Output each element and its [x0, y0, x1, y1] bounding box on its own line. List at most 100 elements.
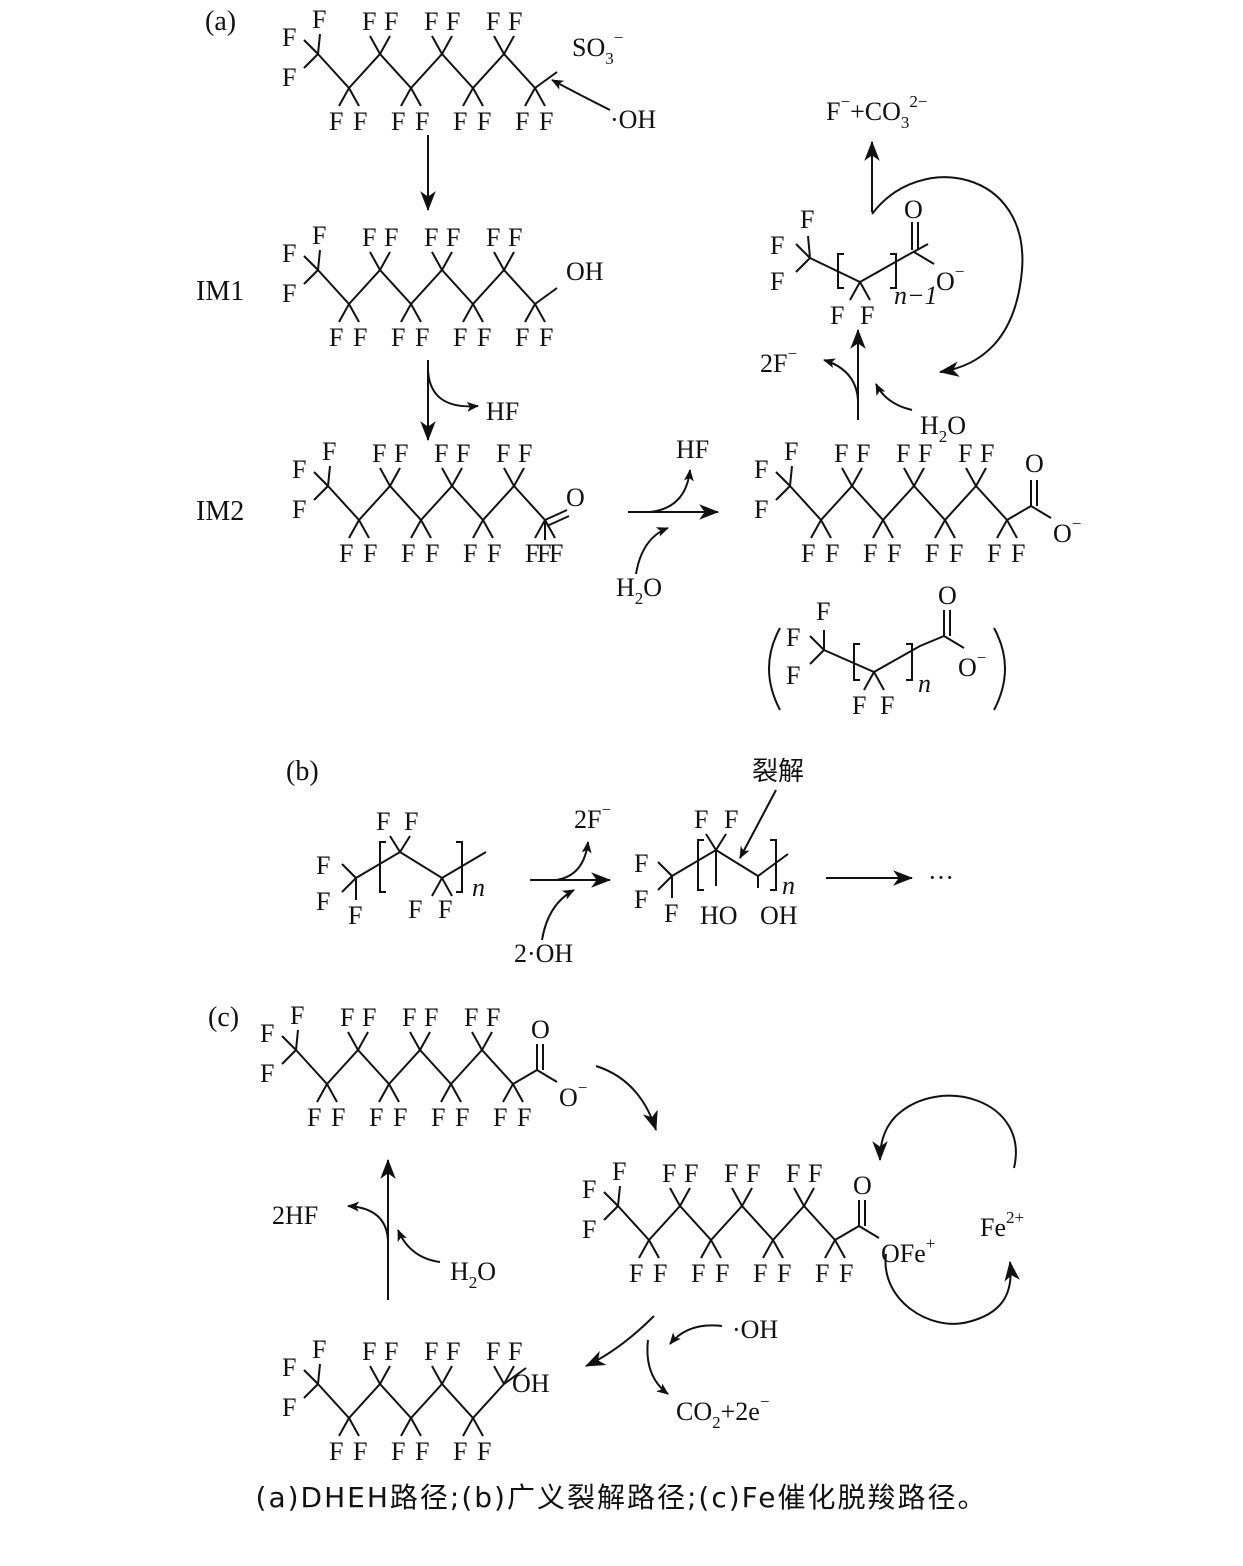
- fluorine-atom: F: [424, 223, 438, 252]
- cleavage-note: 裂解: [752, 757, 804, 786]
- fluorine-atom: F: [348, 901, 362, 930]
- cf-bond: [369, 35, 381, 55]
- fluorine-atom: F: [455, 1103, 469, 1132]
- formula-part: Fe: [980, 1213, 1006, 1242]
- carbonyl-oxygen-c1: O: [531, 1015, 550, 1044]
- mineral-products: F−​+CO3​2−​: [826, 92, 927, 132]
- hf-loss-arrow-c: [347, 1201, 389, 1241]
- carboxylate-homolog: O−​: [958, 648, 986, 682]
- fluorine-atom: F: [307, 1103, 321, 1132]
- formula-part: n: [782, 871, 795, 900]
- carbonyl-oxygen-short: O: [904, 195, 923, 224]
- fluorine-atom: F: [340, 1003, 354, 1032]
- fluorine-atom: F: [353, 323, 367, 352]
- fluorine-atom: F: [282, 1353, 296, 1382]
- cf-bond: [462, 303, 474, 323]
- carboxylate-short: O−​: [936, 262, 964, 296]
- cf-bond: [316, 1083, 328, 1103]
- fluorine-atom: F: [486, 223, 500, 252]
- cf-bond: [450, 1083, 462, 1103]
- fluorine-atom: F: [329, 323, 343, 352]
- fluorine-atom: F: [664, 899, 678, 928]
- fluorine-atom: F: [453, 107, 467, 136]
- fluorine-atom: F: [282, 279, 296, 308]
- cycle-arrow-a: [871, 176, 1024, 377]
- cf-bond: [379, 251, 391, 271]
- cf-bond: [313, 485, 329, 501]
- fluorine-atom: F: [496, 439, 510, 468]
- cf-bond: [493, 251, 505, 271]
- ptfe-bracket-left: [379, 841, 386, 893]
- fluorine-atom: F: [508, 223, 522, 252]
- im1-label: IM1: [196, 276, 244, 307]
- cf-bond: [369, 251, 381, 271]
- alcohol-chain: [317, 1382, 505, 1420]
- c-o-bond: [858, 1225, 880, 1239]
- ho-label: HO: [700, 901, 738, 930]
- cf-bond: [710, 1239, 722, 1259]
- fluorine-atom: F: [408, 895, 422, 924]
- cf-bond: [810, 519, 822, 539]
- cf-bond: [913, 467, 925, 487]
- cf-bond: [410, 1417, 422, 1437]
- water-label-c: H2​O: [450, 1257, 496, 1292]
- fluorine-atom: F: [801, 539, 815, 568]
- fluorine-atom: F: [446, 223, 460, 252]
- formula-part: 3: [901, 113, 910, 132]
- fluorine-atom: F: [322, 437, 336, 466]
- formula-part: O: [947, 411, 966, 440]
- cf-bond: [503, 251, 515, 271]
- fluoride-loss-arrow-b: [555, 841, 592, 881]
- cf-bond: [462, 1417, 474, 1437]
- fluorine-atom: F: [316, 887, 330, 916]
- cf-bond: [441, 877, 453, 897]
- fluorine-atom: F: [376, 807, 390, 836]
- cf-bond: [400, 87, 412, 107]
- cf-bond: [420, 519, 432, 539]
- cf-bond: [762, 1239, 774, 1259]
- cf-bond: [338, 1417, 350, 1437]
- fluorine-atom: F: [770, 267, 784, 296]
- formula-part: 2: [939, 427, 948, 446]
- fluorine-atom: F: [684, 1159, 698, 1188]
- water-attack-arrow-c: [397, 1229, 441, 1263]
- cf-bond: [348, 87, 360, 107]
- fluorine-atom: F: [372, 439, 386, 468]
- cf-bond: [379, 35, 391, 55]
- cf-bond: [472, 303, 484, 323]
- fe-complex-chain: [617, 1204, 836, 1242]
- cf-bond: [648, 1239, 660, 1259]
- fluorine-atom: F: [486, 1337, 500, 1366]
- fluorine-atom: F: [362, 1337, 376, 1366]
- fluorine-atom: F: [784, 437, 798, 466]
- fluorine-atom: F: [362, 223, 376, 252]
- cf-bond: [358, 519, 370, 539]
- pfoa-c-chain: [295, 1048, 514, 1086]
- hydroxyl-radical-a: ·OH: [610, 105, 656, 134]
- cf-bond: [975, 467, 987, 487]
- panel-label-b: (b): [286, 756, 319, 787]
- hydroxyl-c: OH: [512, 1369, 550, 1398]
- cf-bond: [793, 1187, 805, 1207]
- cf-bond: [824, 1239, 836, 1259]
- fluorine-atom: F: [493, 1103, 507, 1132]
- cf-bond: [679, 1187, 691, 1207]
- cf-bond: [795, 257, 811, 273]
- cf-bond: [965, 467, 977, 487]
- fluorine-atom: F: [724, 805, 738, 834]
- cf-bond: [809, 635, 825, 651]
- oh-attack-arrow-c: [669, 1324, 723, 1345]
- fluorine-atom: F: [353, 107, 367, 136]
- water-label-1: H2​O: [616, 573, 662, 608]
- cf-bond: [441, 467, 453, 487]
- cf-bond: [544, 519, 556, 539]
- c-c-bond: [512, 1069, 538, 1085]
- cf-bond: [389, 835, 401, 853]
- cf-bond: [431, 251, 443, 271]
- cf-bond: [741, 1187, 753, 1207]
- cf-bond: [338, 87, 350, 107]
- fluorine-atom: F: [508, 1337, 522, 1366]
- two-hf-label: 2HF: [272, 1201, 318, 1230]
- fluorine-atom: F: [438, 895, 452, 924]
- sulfonate-group: SO3​−​: [572, 28, 623, 68]
